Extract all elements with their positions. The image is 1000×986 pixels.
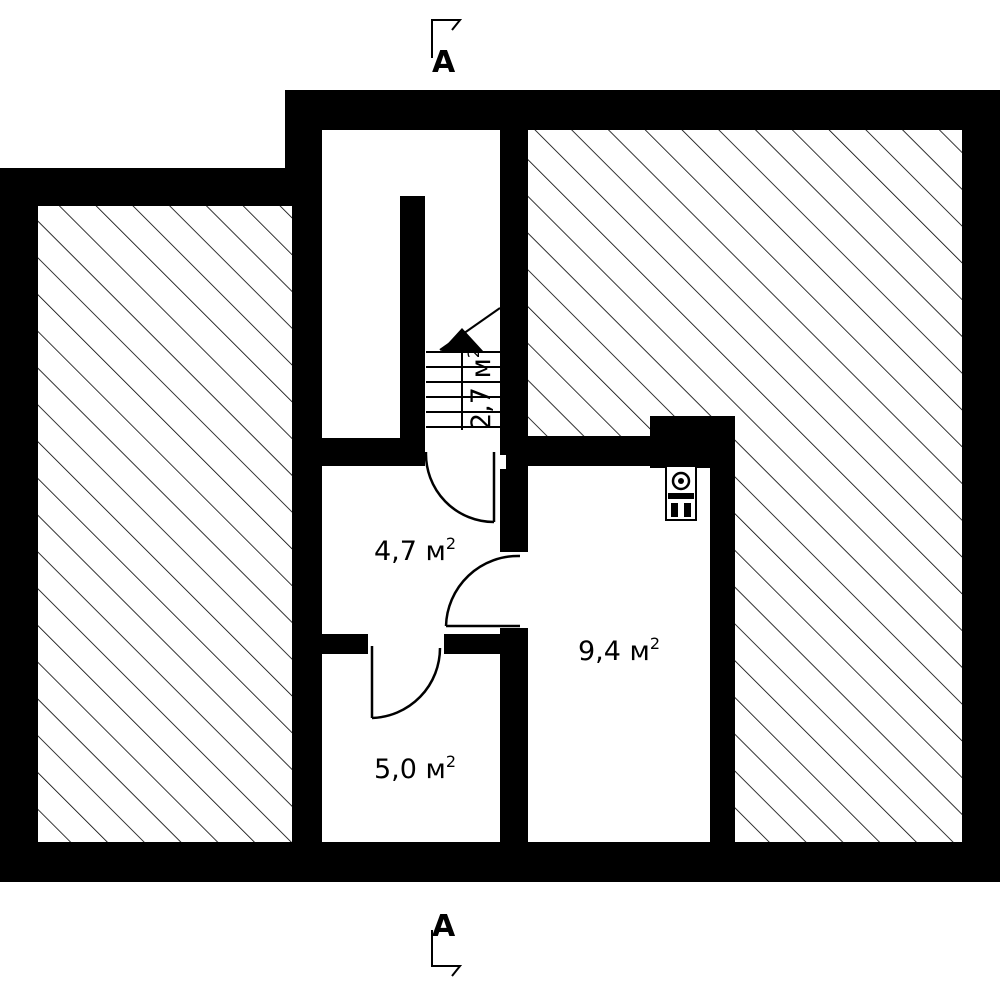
- stair-landing-gap: [496, 455, 506, 469]
- bath-room: [322, 654, 500, 842]
- section-letter-bottom: A: [432, 909, 456, 944]
- door-opening-bath: [368, 632, 444, 656]
- bath-area-label: 5,0 м2: [374, 752, 456, 785]
- hall-room: [322, 466, 500, 634]
- boiler-room: [528, 416, 735, 842]
- hall-area-label: 4,7 м2: [374, 534, 456, 567]
- door-opening-stair: [425, 437, 500, 469]
- hatched-zone-left: [38, 206, 292, 842]
- door-opening-boiler: [497, 552, 531, 628]
- stair-direction-arrow-icon: [440, 328, 484, 352]
- stair-area-label: 2,7 м2: [464, 348, 497, 430]
- boiler-area-label: 9,4 м2: [578, 634, 660, 667]
- boiler-unit-icon: [665, 465, 697, 521]
- door-stair: [424, 451, 496, 524]
- hatched-zone-right: [735, 420, 962, 842]
- section-marker-bottom: A: [431, 909, 463, 977]
- section-letter-top: A: [432, 45, 456, 80]
- stair-room: [322, 130, 501, 468]
- section-marker-top: A: [431, 19, 463, 80]
- hatched-zone-top-right: [528, 130, 962, 436]
- door-bath: [370, 646, 442, 720]
- door-boiler: [444, 554, 521, 628]
